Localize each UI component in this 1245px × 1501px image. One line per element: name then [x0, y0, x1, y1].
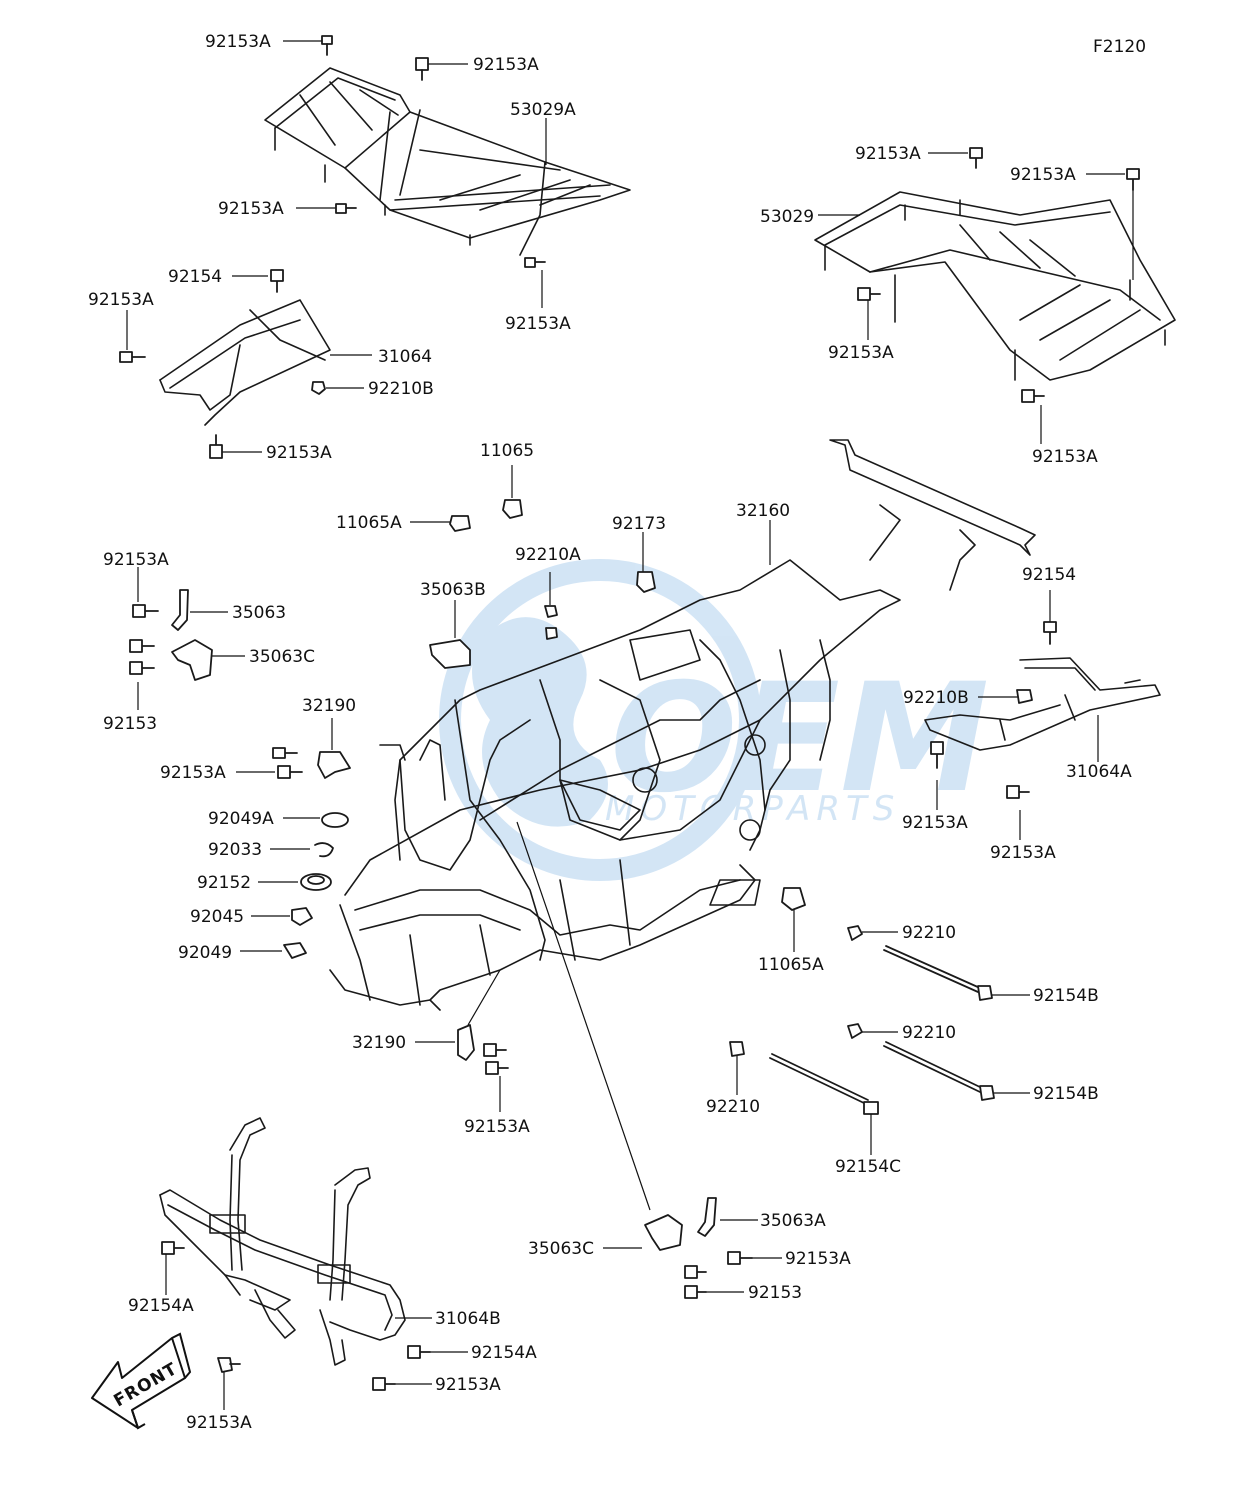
- figure-code: F2120: [1093, 37, 1146, 57]
- label-front-rack-bolt-bottom: 92153A: [505, 314, 571, 334]
- label-rear-guard-nut: 92210B: [903, 688, 969, 708]
- label-shaft-92154c: 92154C: [835, 1157, 901, 1177]
- rear-guard-drawing: [924, 657, 1161, 751]
- label-front-guard-bolt: 92154: [168, 267, 222, 287]
- label-plug-left: 11065A: [336, 513, 402, 533]
- main-frame-leaders: [410, 465, 1099, 840]
- label-collar-92049: 92049: [178, 943, 232, 963]
- label-bracket-bolt-top: 92153A: [103, 550, 169, 570]
- label-rear-rack-bolt-left: 92153A: [828, 343, 894, 363]
- label-plug-top: 11065: [480, 441, 534, 461]
- label-front-rack-bolt-top-right: 92153A: [473, 55, 539, 75]
- front-rack-leaders: [283, 35, 547, 308]
- label-bumper: 31064B: [435, 1309, 501, 1329]
- label-bracket-35063a-bolt2: 92153: [748, 1283, 802, 1303]
- label-bumper-bolt-right: 92154A: [471, 1343, 537, 1363]
- label-nut-92210a: 92210A: [515, 545, 581, 565]
- label-bracket-35063c-low: 35063C: [528, 1239, 594, 1259]
- label-bracket-32190-bolt: 92153A: [160, 763, 226, 783]
- label-bracket-35063c: 35063C: [249, 647, 315, 667]
- label-rear-rack: 53029: [760, 207, 814, 227]
- label-nut-92210-b: 92210: [902, 1023, 956, 1043]
- label-front-guard-bolt-bottom: 92153A: [266, 443, 332, 463]
- front-rack-drawing: [264, 67, 631, 256]
- label-shaft-92154b-b: 92154B: [1033, 1084, 1099, 1104]
- label-bracket-32190: 32190: [302, 696, 356, 716]
- left-parts-drawings: [129, 567, 351, 959]
- front-arrow-icon: FRONT: [91, 1332, 192, 1430]
- bumper-drawing: [159, 1117, 406, 1366]
- label-bumper-bolt-left-low: 92153A: [186, 1413, 252, 1433]
- lower-center-drawings: [415, 821, 782, 1299]
- label-nut-92210-a: 92210: [902, 923, 956, 943]
- watermark-subtitle: MOTORPARTS: [605, 789, 900, 829]
- front-guard-drawing: [159, 299, 331, 426]
- label-grommet-92152: 92152: [197, 873, 251, 893]
- label-rear-guard-bolt-left: 92153A: [902, 813, 968, 833]
- label-rear-guard-bolt-right: 92153A: [990, 843, 1056, 863]
- label-clip-92033: 92033: [208, 840, 262, 860]
- label-rear-rack-bolt-bottom: 92153A: [1032, 447, 1098, 467]
- label-rear-guard: 31064A: [1066, 762, 1132, 782]
- label-front-guard: 31064: [378, 347, 432, 367]
- label-bracket-bolt-92153: 92153: [103, 714, 157, 734]
- label-rear-rack-bolt-top-right: 92153A: [1010, 165, 1076, 185]
- rear-rack-drawing: [814, 191, 1176, 381]
- rear-rack-leaders: [818, 147, 1140, 444]
- label-clip: 92173: [612, 514, 666, 534]
- bumper-leaders: [161, 1241, 468, 1410]
- label-collar-92049a: 92049A: [208, 809, 274, 829]
- label-front-rack-bolt-left: 92153A: [218, 199, 284, 219]
- label-frame: 32160: [736, 501, 790, 521]
- front-guard-leaders: [119, 269, 372, 459]
- label-collar-92045: 92045: [190, 907, 244, 927]
- label-front-rack-bolt-top: 92153A: [205, 32, 271, 52]
- shafts-drawings: [729, 887, 1030, 1155]
- label-front-guard-bolt-left: 92153A: [88, 290, 154, 310]
- label-rear-rack-bolt-top-left: 92153A: [855, 144, 921, 164]
- label-nut-92210-c: 92210: [706, 1097, 760, 1117]
- label-bumper-bolt-left: 92154A: [128, 1296, 194, 1316]
- label-front-rack: 53029A: [510, 100, 576, 120]
- label-front-guard-nut: 92210B: [368, 379, 434, 399]
- label-bracket-35063: 35063: [232, 603, 286, 623]
- label-bracket-35063a: 35063A: [760, 1211, 826, 1231]
- label-rear-bolt-92154: 92154: [1022, 565, 1076, 585]
- main-frame-drawing: [329, 439, 1036, 1011]
- label-bracket-35063b: 35063B: [420, 580, 486, 600]
- label-bracket-32190-low: 32190: [352, 1033, 406, 1053]
- label-bracket-32190-low-bolt: 92153A: [464, 1117, 530, 1137]
- label-bumper-bolt-bottom: 92153A: [435, 1375, 501, 1395]
- label-bracket-35063a-bolt: 92153A: [785, 1249, 851, 1269]
- label-shaft-92154b-a: 92154B: [1033, 986, 1099, 1006]
- label-plug-bottom: 11065A: [758, 955, 824, 975]
